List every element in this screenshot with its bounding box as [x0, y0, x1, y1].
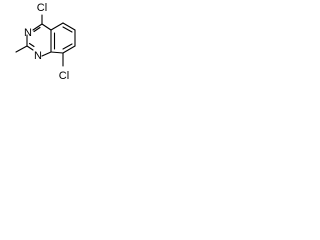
- bond-c2-methyl: [15, 45, 28, 53]
- chlorine-8-label: Cl: [59, 70, 69, 82]
- nitrogen-1-label: N: [34, 50, 42, 62]
- bond-c2-n1-inner: [28, 42, 35, 48]
- bond-n1-c8a: [41, 51, 52, 57]
- bonds: [15, 14, 76, 67]
- bond-c5-c6: [62, 22, 76, 31]
- nitrogen-3-label: N: [24, 27, 32, 39]
- bond-c5-c6-inner: [62, 26, 73, 33]
- bond-c4-n3: [32, 23, 43, 31]
- atom-labels: Cl N N Cl: [24, 2, 69, 82]
- quinazoline-structure: Cl N N Cl: [15, 2, 76, 82]
- bond-c4-n3-inner: [33, 26, 41, 33]
- bond-c4a-c5: [50, 22, 64, 31]
- chlorine-4-label: Cl: [37, 2, 47, 14]
- bond-c8-c8a: [50, 51, 64, 54]
- bond-c2-n1: [26, 45, 34, 51]
- bond-c7-c8: [62, 45, 76, 54]
- bond-c4a-c4: [41, 23, 52, 31]
- bond-c7-c8-inner: [62, 43, 73, 50]
